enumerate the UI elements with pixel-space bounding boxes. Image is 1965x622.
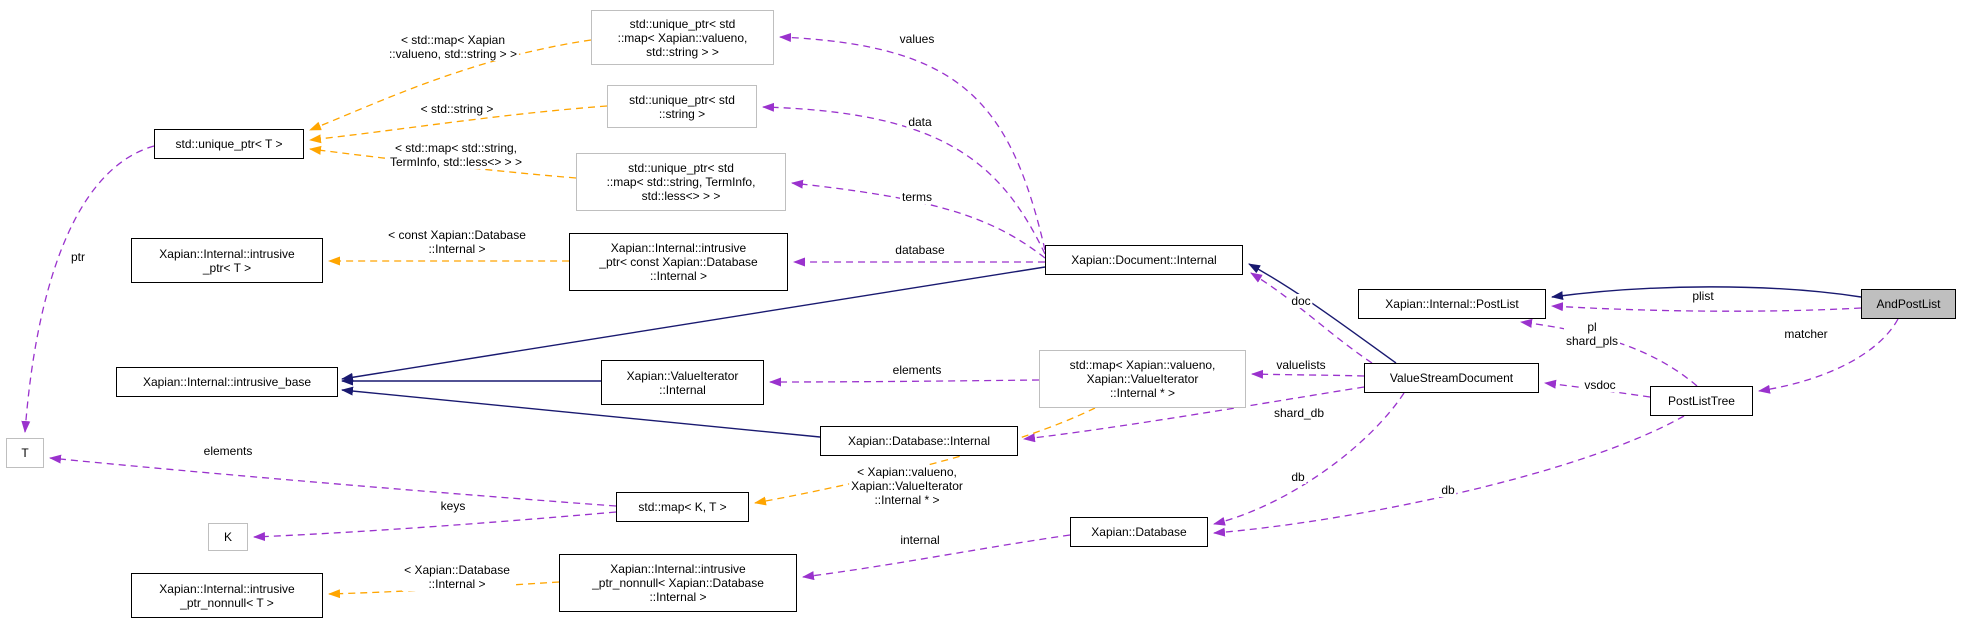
node-intrusive-ptr-T[interactable]: Xapian::Internal::intrusive _ptr< T > xyxy=(131,238,323,283)
node-std-unique-ptr-T[interactable]: std::unique_ptr< T > xyxy=(154,129,304,159)
node-valueiterator-internal[interactable]: Xapian::ValueIterator ::Internal xyxy=(601,360,764,405)
node-std-map-K-T[interactable]: std::map< K, T > xyxy=(616,492,749,522)
node-intrusive-base[interactable]: Xapian::Internal::intrusive_base xyxy=(116,367,338,397)
edge-label-template-map-valueno-valueiterator: < Xapian::valueno, Xapian::ValueIterator… xyxy=(849,465,965,507)
edge-elements-valueiterator xyxy=(769,377,1040,387)
edge-label-db-postlisttree: db xyxy=(1439,483,1457,497)
edge-label-data: data xyxy=(906,115,934,129)
node-T: T xyxy=(6,438,44,468)
edge-label-plist: plist xyxy=(1690,289,1716,303)
edge-template-string xyxy=(309,105,608,144)
edge-shard-db xyxy=(1023,386,1365,443)
edge-label-elements-T: elements xyxy=(201,444,255,458)
node-database[interactable]: Xapian::Database xyxy=(1070,517,1208,547)
node-document-internal[interactable]: Xapian::Document::Internal xyxy=(1045,245,1243,275)
edge-label-terms: terms xyxy=(900,190,934,204)
edge-label-matcher: matcher xyxy=(1782,327,1830,341)
edge-label-template-string: < std::string > xyxy=(418,102,496,116)
edge-values xyxy=(779,32,1046,251)
edge-label-valuelists: valuelists xyxy=(1274,358,1328,372)
node-std-unique-ptr-map-terminfo: std::unique_ptr< std ::map< std::string,… xyxy=(576,153,786,211)
edge-db-vsdoc xyxy=(1213,392,1405,526)
edge-inherit-document-internal xyxy=(341,266,1046,382)
edge-inherit-andpostlist xyxy=(1551,286,1862,301)
edge-label-doc: doc xyxy=(1289,294,1313,308)
node-valuestream-document[interactable]: ValueStreamDocument xyxy=(1364,363,1539,393)
edge-label-elements-valueiterator: elements xyxy=(890,363,944,377)
edge-data xyxy=(762,102,1046,255)
node-K: K xyxy=(208,523,248,551)
edge-template-nonnull-database-internal xyxy=(328,581,560,599)
edge-label-internal: internal xyxy=(898,533,942,547)
edge-template-map-terminfo xyxy=(309,145,577,179)
edge-label-vsdoc: vsdoc xyxy=(1582,378,1618,392)
node-intrusive-ptr-nonnull-T[interactable]: Xapian::Internal::intrusive _ptr_nonnull… xyxy=(131,573,323,618)
edge-valuelists xyxy=(1251,369,1365,379)
edge-keys xyxy=(253,511,617,542)
edge-label-ptr: ptr xyxy=(68,250,88,264)
edge-pl-shard-pls xyxy=(1520,318,1698,387)
edge-label-template-nonnull-database-internal: < Xapian::Database ::Internal > xyxy=(402,563,512,591)
edge-internal xyxy=(802,534,1071,581)
node-std-unique-ptr-string: std::unique_ptr< std ::string > xyxy=(607,85,757,128)
edge-label-keys: keys xyxy=(438,499,468,513)
edge-label-db-vsdoc: db xyxy=(1289,470,1307,484)
edge-elements-T xyxy=(49,454,617,507)
edge-inherit-database-internal xyxy=(341,386,821,438)
node-postlisttree[interactable]: PostListTree xyxy=(1650,386,1753,416)
edge-label-template-map-valueno-string: < std::map< Xapian ::valueno, std::strin… xyxy=(386,33,520,61)
edge-terms xyxy=(791,179,1046,259)
node-andpostlist: AndPostList xyxy=(1861,289,1956,319)
edge-label-template-const-database-internal: < const Xapian::Database ::Internal > xyxy=(386,228,528,256)
edge-label-database: database xyxy=(893,243,947,257)
node-intrusive-ptr-const-database-internal[interactable]: Xapian::Internal::intrusive _ptr< const … xyxy=(569,233,788,291)
edge-template-map-valueno-valueiterator xyxy=(754,407,1096,506)
node-std-unique-ptr-map-valueno-string: std::unique_ptr< std ::map< Xapian::valu… xyxy=(591,10,774,65)
edge-ptr xyxy=(21,145,155,433)
edge-plist xyxy=(1551,302,1862,312)
edge-doc xyxy=(1250,272,1373,364)
edge-matcher xyxy=(1758,318,1899,394)
node-database-internal[interactable]: Xapian::Database::Internal xyxy=(820,426,1018,456)
edge-label-shard-db: shard_db xyxy=(1271,406,1327,420)
node-postlist[interactable]: Xapian::Internal::PostList xyxy=(1358,289,1546,319)
edge-label-values: values xyxy=(897,32,937,46)
node-intrusive-ptr-nonnull-database-internal[interactable]: Xapian::Internal::intrusive _ptr_nonnull… xyxy=(559,554,797,612)
edge-inherit-valuestream-document xyxy=(1248,263,1397,364)
node-std-map-valueno-valueiterator: std::map< Xapian::valueno, Xapian::Value… xyxy=(1039,350,1246,408)
edge-label-template-map-terminfo: < std::map< std::string, TermInfo, std::… xyxy=(387,141,525,169)
edge-db-postlisttree xyxy=(1213,415,1685,537)
edge-label-pl-shard-pls: pl shard_pls xyxy=(1563,320,1621,348)
edge-template-map-valueno-string xyxy=(309,39,592,131)
